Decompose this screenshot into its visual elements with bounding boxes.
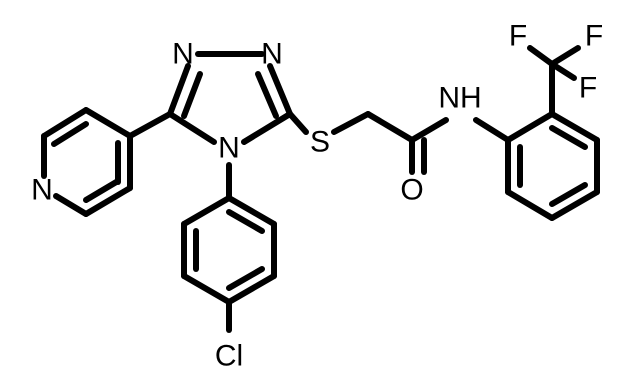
bond-py-c3-c2 (41, 107, 89, 139)
bond-py-c6-c5 (83, 185, 133, 217)
bond-n2-c3 (267, 63, 293, 117)
bond-ph-c6-c1 (226, 195, 277, 227)
atom-fluorine-2: F (585, 20, 603, 53)
atom-n-triazole-2: N (261, 38, 283, 71)
atom-n-pyridine: N (31, 174, 53, 207)
bond-ph-c1-c2 (181, 195, 232, 227)
bonds (41, 45, 600, 333)
bond-c5-n1 (167, 63, 191, 117)
atom-n-triazole-4: N (218, 132, 240, 165)
atom-fluorine-3: F (579, 72, 597, 105)
bond-c-f1 (527, 45, 555, 67)
bond-ar-c2-c3 (549, 111, 600, 143)
atom-n-triazole-1: N (172, 38, 194, 71)
bond-py-n-c6 (53, 193, 89, 217)
atom-amide-nh: NH (438, 82, 481, 115)
bond-ar-c1-c2 (505, 111, 555, 143)
bond-s-ch2 (331, 111, 371, 135)
bond-ph-c4-c5 (226, 273, 277, 305)
bond-ar-c5-c6 (505, 189, 555, 221)
bond-nh-aryl (473, 117, 511, 143)
bond-c5-pyridine (127, 111, 173, 139)
atom-sulfur: S (310, 126, 330, 159)
bond-n4-c5 (167, 111, 217, 145)
bond-py-c4-c3 (83, 107, 133, 139)
bond-py-c3-c2-double (51, 121, 89, 147)
bond-ph-c4-c5-double (226, 266, 265, 291)
bond-ar-c4-c5-double (549, 182, 588, 207)
bond-ph-c6-c1-double (226, 209, 265, 234)
bond-ar-c2-c3-double (549, 125, 588, 150)
atom-oxygen: O (400, 174, 423, 207)
bond-c3-n4 (241, 111, 293, 145)
bond-c-f2 (549, 45, 581, 67)
bond-c3-s (287, 111, 309, 135)
bond-carbonyl-nh (409, 117, 449, 143)
bond-c-f3 (549, 61, 577, 81)
bond-py-c6-c5-double (83, 178, 121, 203)
atom-chlorine: Cl (215, 340, 243, 373)
atom-fluorine-1: F (509, 20, 527, 53)
atom-labels: N N N N S O NH F F F Cl (31, 20, 603, 373)
bond-ph-c3-c4 (181, 273, 232, 305)
bond-ar-c4-c5 (549, 189, 600, 221)
bond-n2-c3-double (255, 71, 279, 119)
bond-c5-n1-double (181, 71, 203, 119)
bond-ch2-carbonyl (365, 111, 415, 143)
